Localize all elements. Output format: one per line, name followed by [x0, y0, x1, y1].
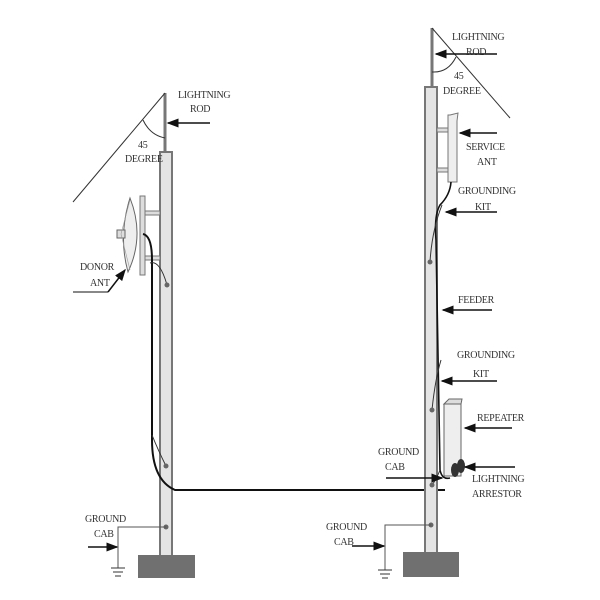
label-angle-right-2: DEGREE — [443, 86, 481, 97]
label-grounding-kit-mid-2: KIT — [473, 369, 489, 380]
label-donor-ant: DONOR — [80, 262, 115, 273]
label-donor-ant-2: ANT — [90, 278, 110, 289]
right-tower: LIGHTNING ROD 45 DEGREE SERVICE ANT GROU… — [326, 27, 525, 579]
label-repeater: REPEATER — [477, 413, 525, 424]
label-angle-left: 45 — [138, 140, 148, 151]
label-ground-cab-right-2: CAB — [334, 537, 354, 548]
right-angle-arc — [431, 56, 457, 73]
label-ground-cab-left: GROUND — [85, 514, 126, 525]
label-service-ant-2: ANT — [477, 157, 497, 168]
label-ground-cab-repeater-2: CAB — [385, 462, 405, 473]
left-pole-base — [138, 555, 195, 578]
left-ground-cab-wire — [117, 526, 166, 568]
label-lightning-arrestor-2: ARRESTOR — [472, 489, 522, 500]
left-tower: LIGHTNING ROD 45 DEGREE DONOR ANT GROUND… — [72, 90, 445, 578]
label-lightning-rod-left: LIGHTNING — [178, 90, 230, 101]
repeater-unit — [442, 398, 463, 477]
label-lightning-arrestor: LIGHTNING — [472, 474, 524, 485]
label-grounding-kit-top: GROUNDING — [458, 186, 516, 197]
donor-feeder-cable — [142, 233, 445, 491]
service-antenna — [447, 114, 458, 183]
label-feeder: FEEDER — [458, 295, 495, 306]
label-ground-cab-repeater: GROUND — [378, 447, 419, 458]
ground-symbol-icon — [378, 569, 392, 579]
ground-symbol-icon — [111, 567, 125, 577]
bracket-arm — [144, 210, 161, 216]
right-pole-base — [403, 552, 459, 577]
lightning-arrestor — [451, 459, 465, 477]
label-lightning-rod-right-2: ROD — [466, 47, 486, 58]
left-pole — [159, 151, 173, 557]
left-protection-line — [72, 92, 166, 203]
label-service-ant: SERVICE — [466, 142, 505, 153]
label-angle-right: 45 — [454, 71, 464, 82]
right-protection-line — [431, 27, 511, 119]
left-angle-arc — [142, 119, 166, 139]
label-angle-left-2: DEGREE — [125, 154, 163, 165]
label-ground-cab-right: GROUND — [326, 522, 367, 533]
label-grounding-kit-mid: GROUNDING — [457, 350, 515, 361]
label-ground-cab-left-2: CAB — [94, 529, 114, 540]
label-grounding-kit-top-2: KIT — [475, 202, 491, 213]
left-ground-wire — [149, 262, 168, 467]
label-lightning-rod-left-2: ROD — [190, 104, 210, 115]
right-ground-cab-wire — [384, 524, 431, 570]
label-lightning-rod-right: LIGHTNING — [452, 32, 504, 43]
